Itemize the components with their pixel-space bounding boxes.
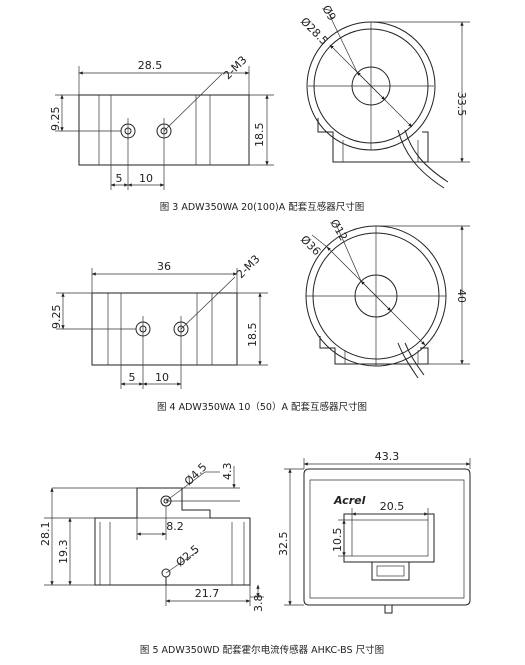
fig5-logo: Acrel (333, 494, 366, 507)
fig5-total-height-label: 32.5 (277, 532, 290, 557)
fig4-thread-label: 2-M3 (234, 253, 263, 282)
fig4-width-label: 36 (157, 260, 171, 273)
fig5-pin-dia-label: Ø2.5 (174, 543, 202, 570)
fig4-total-height-label: 40 (455, 289, 468, 303)
fig3-hole-offset-label: 9.25 (49, 107, 62, 132)
fig5-mid-height-label: 19.3 (57, 540, 70, 565)
fig5-hole-x-label: 8.2 (166, 520, 184, 533)
fig4-d-left-label: 5 (129, 371, 136, 384)
fig5-hole-top-label: 4.3 (221, 463, 234, 481)
fig4-inner-dia-label: Ø12 (327, 217, 350, 243)
figure-3: 28.5 2-M3 9.25 18.5 5 10 Ø28.5 (49, 3, 470, 213)
fig3-front-view (78, 94, 250, 190)
fig3-d-left-label: 5 (116, 172, 123, 185)
fig3-side-view (306, 21, 449, 189)
fig4-hole-offset-label: 9.25 (50, 305, 63, 330)
fig5-caption: 图 5 ADW350WD 配套霍尔电流传感器 AHKC-BS 尺寸图 (140, 644, 384, 656)
fig5-front-view (94, 487, 251, 586)
fig5-bottom-label: 3.8 (252, 595, 265, 613)
fig4-height-label: 18.5 (246, 323, 259, 348)
figure-4: 36 2-M3 9.25 18.5 5 10 Ø36 (50, 217, 470, 413)
fig3-caption: 图 3 ADW350WA 20(100)A 配套互感器尺寸图 (160, 201, 364, 213)
fig5-window-width-label: 20.5 (380, 500, 405, 513)
fig3-thread-label: 2-M3 (221, 54, 250, 83)
fig4-side-view (305, 225, 447, 379)
fig4-caption: 图 4 ADW350WA 10（50）A 配套互感器尺寸图 (157, 401, 367, 413)
fig3-height-label: 18.5 (253, 123, 266, 148)
fig3-d-mid-label: 10 (139, 172, 153, 185)
fig5-hole-dia-label: Ø4.5 (182, 460, 210, 488)
fig4-d-mid-label: 10 (155, 371, 169, 384)
fig3-inner-dia-label: Ø9 (319, 3, 338, 23)
fig3-total-height-label: 33.5 (455, 92, 468, 117)
fig5-total-width-label: 43.3 (375, 450, 400, 463)
fig5-pin-x-label: 21.7 (195, 587, 220, 600)
figure-5: Ø4.5 4.3 8.2 28.1 19.3 Ø2.5 21.7 3.8 (39, 450, 471, 656)
fig5-side-view (303, 468, 471, 614)
fig5-left-height-label: 28.1 (39, 522, 52, 547)
fig3-width-label: 28.5 (138, 59, 163, 72)
fig5-window-height-label: 10.5 (331, 528, 344, 553)
